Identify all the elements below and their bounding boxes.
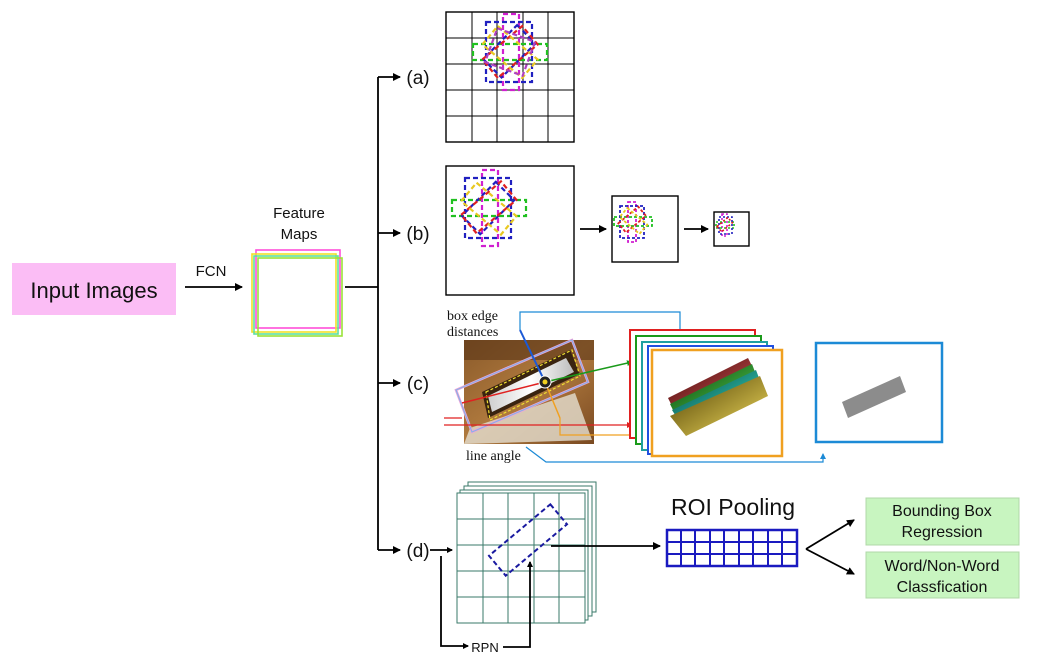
feature-maps-stack [251, 249, 343, 337]
branch-c-label: (c) [407, 374, 429, 395]
word-classification-box: Word/Non-Word Classfication [865, 551, 1020, 599]
input-images-label: Input Images [30, 278, 157, 303]
anchor-grid-a [445, 11, 575, 143]
rpn-branch-d: RPN ROI Pooling Bounding Box Regression … [430, 481, 1020, 655]
feature-maps-label-line2: Maps [281, 226, 318, 243]
bbox-regression-line1: Bounding Box [892, 503, 992, 520]
roi-pooling-label: ROI Pooling [671, 494, 795, 520]
bbox-regression-box: Bounding Box Regression [865, 497, 1020, 546]
input-images-box: Input Images [12, 263, 176, 315]
direct-regression-c: box edge distances line angle [444, 309, 944, 464]
roi-pooling-grid [665, 528, 799, 568]
branch-a-label: (a) [406, 68, 429, 89]
branch-d-label: (d) [406, 541, 429, 562]
proposal-box [487, 502, 569, 578]
box-edge-distances-line1: box edge [447, 309, 498, 324]
image-pyramid-b [445, 165, 750, 296]
word-classification-line2: Classfication [897, 579, 988, 596]
feature-grid-stack [456, 481, 597, 624]
word-classification-line1: Word/Non-Word [885, 558, 1000, 575]
branch-b-label: (b) [406, 224, 429, 245]
regression-sheets [668, 358, 768, 436]
box-edge-distances-line2: distances [447, 325, 498, 340]
anchor-boxes-b-small [715, 213, 735, 237]
line-angle-label: line angle [466, 449, 521, 464]
rpn-label: RPN [471, 640, 498, 655]
anchor-boxes-a [471, 12, 549, 92]
bbox-regression-line2: Regression [902, 524, 983, 541]
fcn-label: FCN [196, 263, 227, 280]
branch-connectors [345, 73, 401, 554]
anchor-boxes-b-medium [613, 201, 653, 243]
anchor-boxes-b-large [450, 168, 528, 248]
feature-maps-label-line1: Feature [273, 205, 325, 222]
